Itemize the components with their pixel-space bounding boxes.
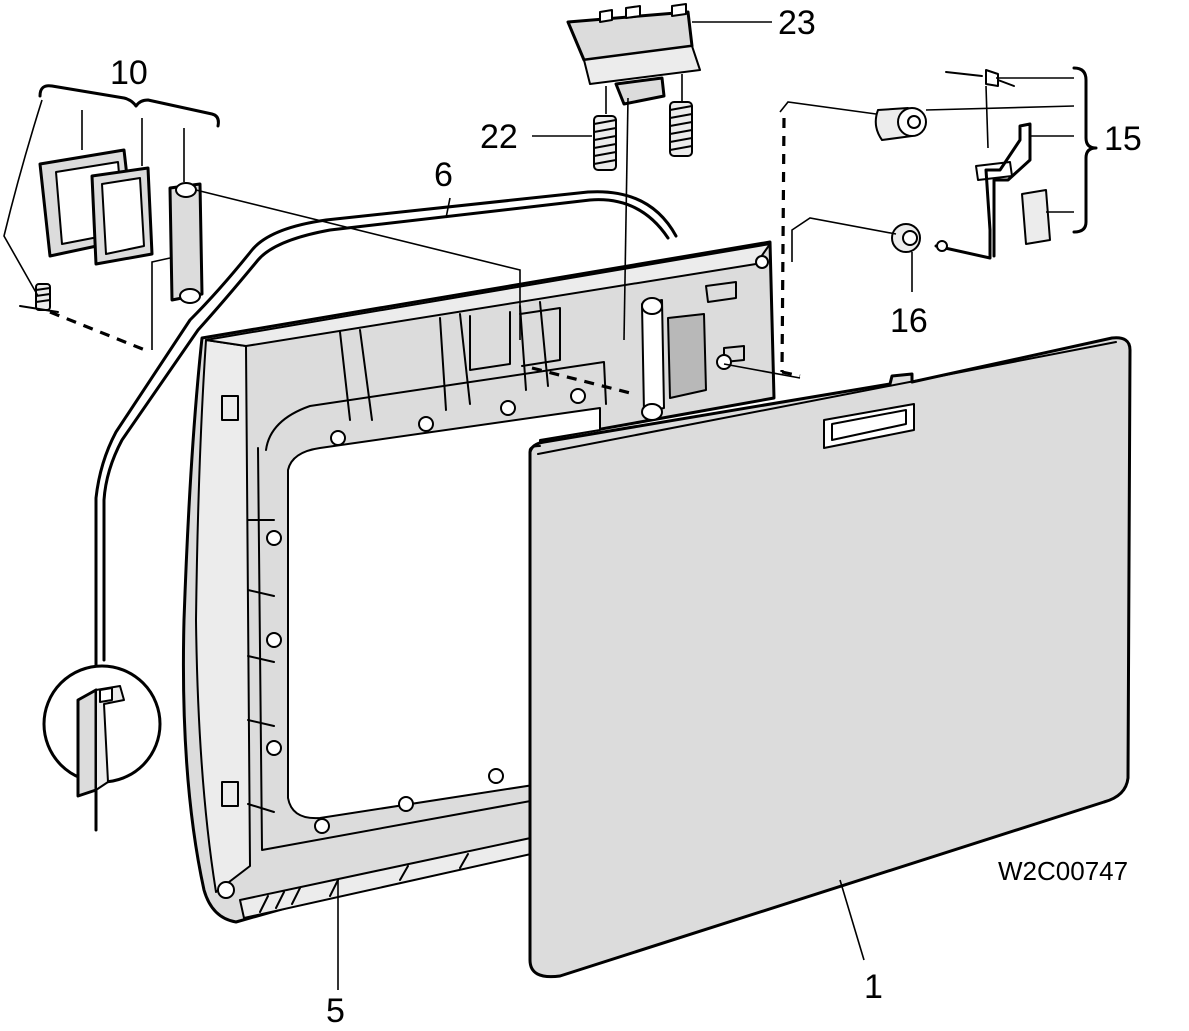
gasket-detail-inset [42, 664, 162, 798]
outer-door-panel [528, 336, 1132, 979]
lock-parts [874, 69, 1051, 260]
leader-lines [151, 21, 1075, 990]
callout-5: 5 [326, 992, 345, 1030]
latch-springs [593, 74, 693, 171]
callout-1: 1 [864, 968, 883, 1006]
callout-10: 10 [110, 54, 148, 92]
brace-15 [1072, 66, 1098, 234]
frame-bosses [217, 388, 586, 899]
latch-cover [566, 3, 701, 106]
assembly-dashed-lines [49, 117, 801, 396]
hinge-kit [3, 84, 220, 313]
callout-22: 22 [480, 118, 518, 156]
inner-door-frame [181, 240, 776, 924]
callout-16: 16 [890, 302, 928, 340]
door-gasket [94, 190, 678, 832]
callout-15: 15 [1104, 120, 1142, 158]
drawing-code: W2C00747 [998, 856, 1128, 886]
callout-23: 23 [778, 4, 816, 42]
callout-6: 6 [434, 156, 453, 194]
